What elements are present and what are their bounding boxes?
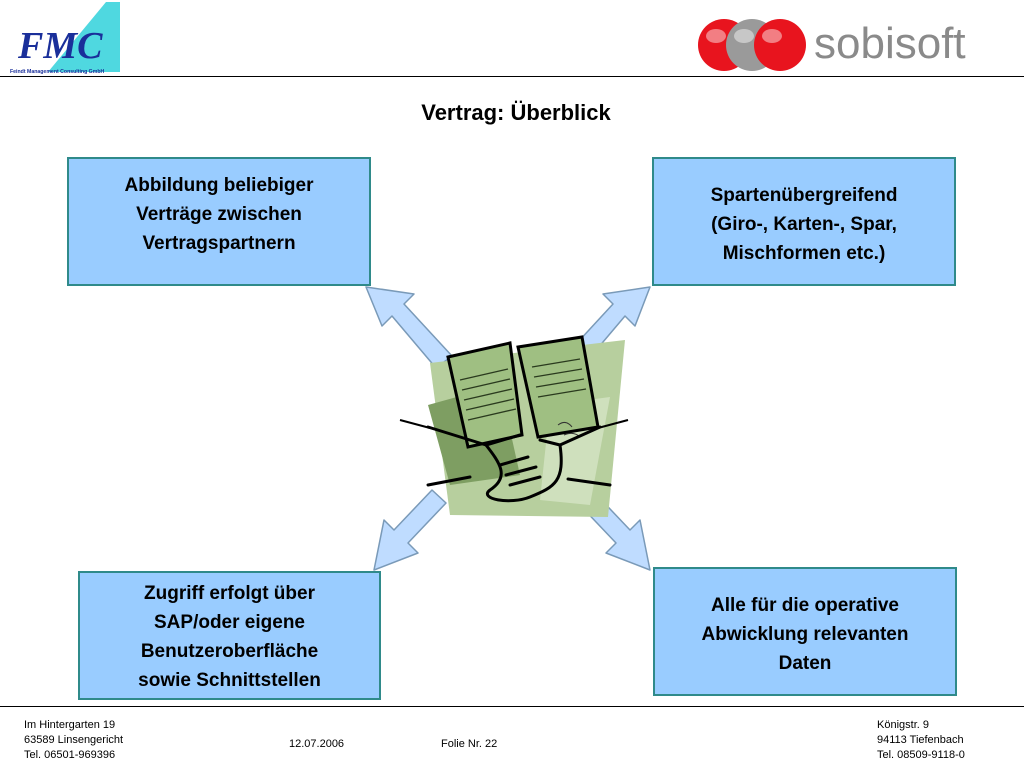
footer-address-line: Tel. 08509-9118-0 <box>877 749 965 761</box>
box-contract-mapping-line: Vertragspartnern <box>142 233 296 254</box>
fmc-logo-text: FMC <box>17 25 103 67</box>
footer-date: 12.07.2006 <box>289 738 345 750</box>
box-cross-division-line: (Giro-, Karten-, Spar, <box>711 214 897 235</box>
footer-address-line: Tel. 06501-969396 <box>24 749 116 761</box>
footer-slide-number: Folie Nr. 22 <box>441 738 498 750</box>
contract-handshake-icon <box>399 335 629 517</box>
box-operational-data-line: Abwicklung relevanten <box>701 624 909 645</box>
box-cross-division-line: Mischformen etc.) <box>722 243 886 264</box>
footer-address-line: Königstr. 9 <box>877 719 929 731</box>
footer-address-line: 63589 Linsengericht <box>24 734 124 746</box>
box-access: Zugriff erfolgt über SAP/oder eigene Ben… <box>78 571 381 700</box>
box-access-line: Zugriff erfolgt über <box>144 583 315 604</box>
footer-address-line: 94113 Tiefenbach <box>877 734 964 746</box>
fmc-logo-subtitle: Feindt Management Consulting GmbH <box>10 69 104 75</box>
footer-address-line: Im Hintergarten 19 <box>24 719 116 731</box>
footer-address-left: Im Hintergarten 19 63589 Linsengericht T… <box>24 718 123 763</box>
box-contract-mapping-line: Verträge zwischen <box>136 204 302 225</box>
footer-divider <box>0 706 1024 707</box>
arrow-down-left <box>373 489 447 571</box>
fmc-logo: FMC Feindt Management Consulting GmbH <box>10 2 120 75</box>
box-operational-data: Alle für die operative Abwicklung releva… <box>653 567 957 696</box>
box-operational-data-line: Alle für die operative <box>711 595 899 616</box>
box-cross-division-line: Spartenübergreifend <box>710 185 898 206</box>
sobisoft-logo: sobisoft <box>698 19 966 71</box>
box-access-line: Benutzeroberfläche <box>140 641 319 662</box>
box-cross-division: Spartenübergreifend (Giro-, Karten-, Spa… <box>652 157 956 286</box>
slide-title: Vertrag: Überblick <box>421 100 611 125</box>
box-access-line: sowie Schnittstellen <box>138 670 321 691</box>
footer-address-right: Königstr. 9 94113 Tiefenbach Tel. 08509-… <box>877 718 965 763</box>
sobisoft-logo-text: sobisoft <box>814 19 966 68</box>
header-divider <box>0 76 1024 77</box>
box-contract-mapping-line: Abbildung beliebiger <box>124 175 314 196</box>
box-contract-mapping: Abbildung beliebiger Verträge zwischen V… <box>67 157 371 286</box>
box-operational-data-line: Daten <box>778 653 832 674</box>
box-access-line: SAP/oder eigene <box>154 612 305 633</box>
